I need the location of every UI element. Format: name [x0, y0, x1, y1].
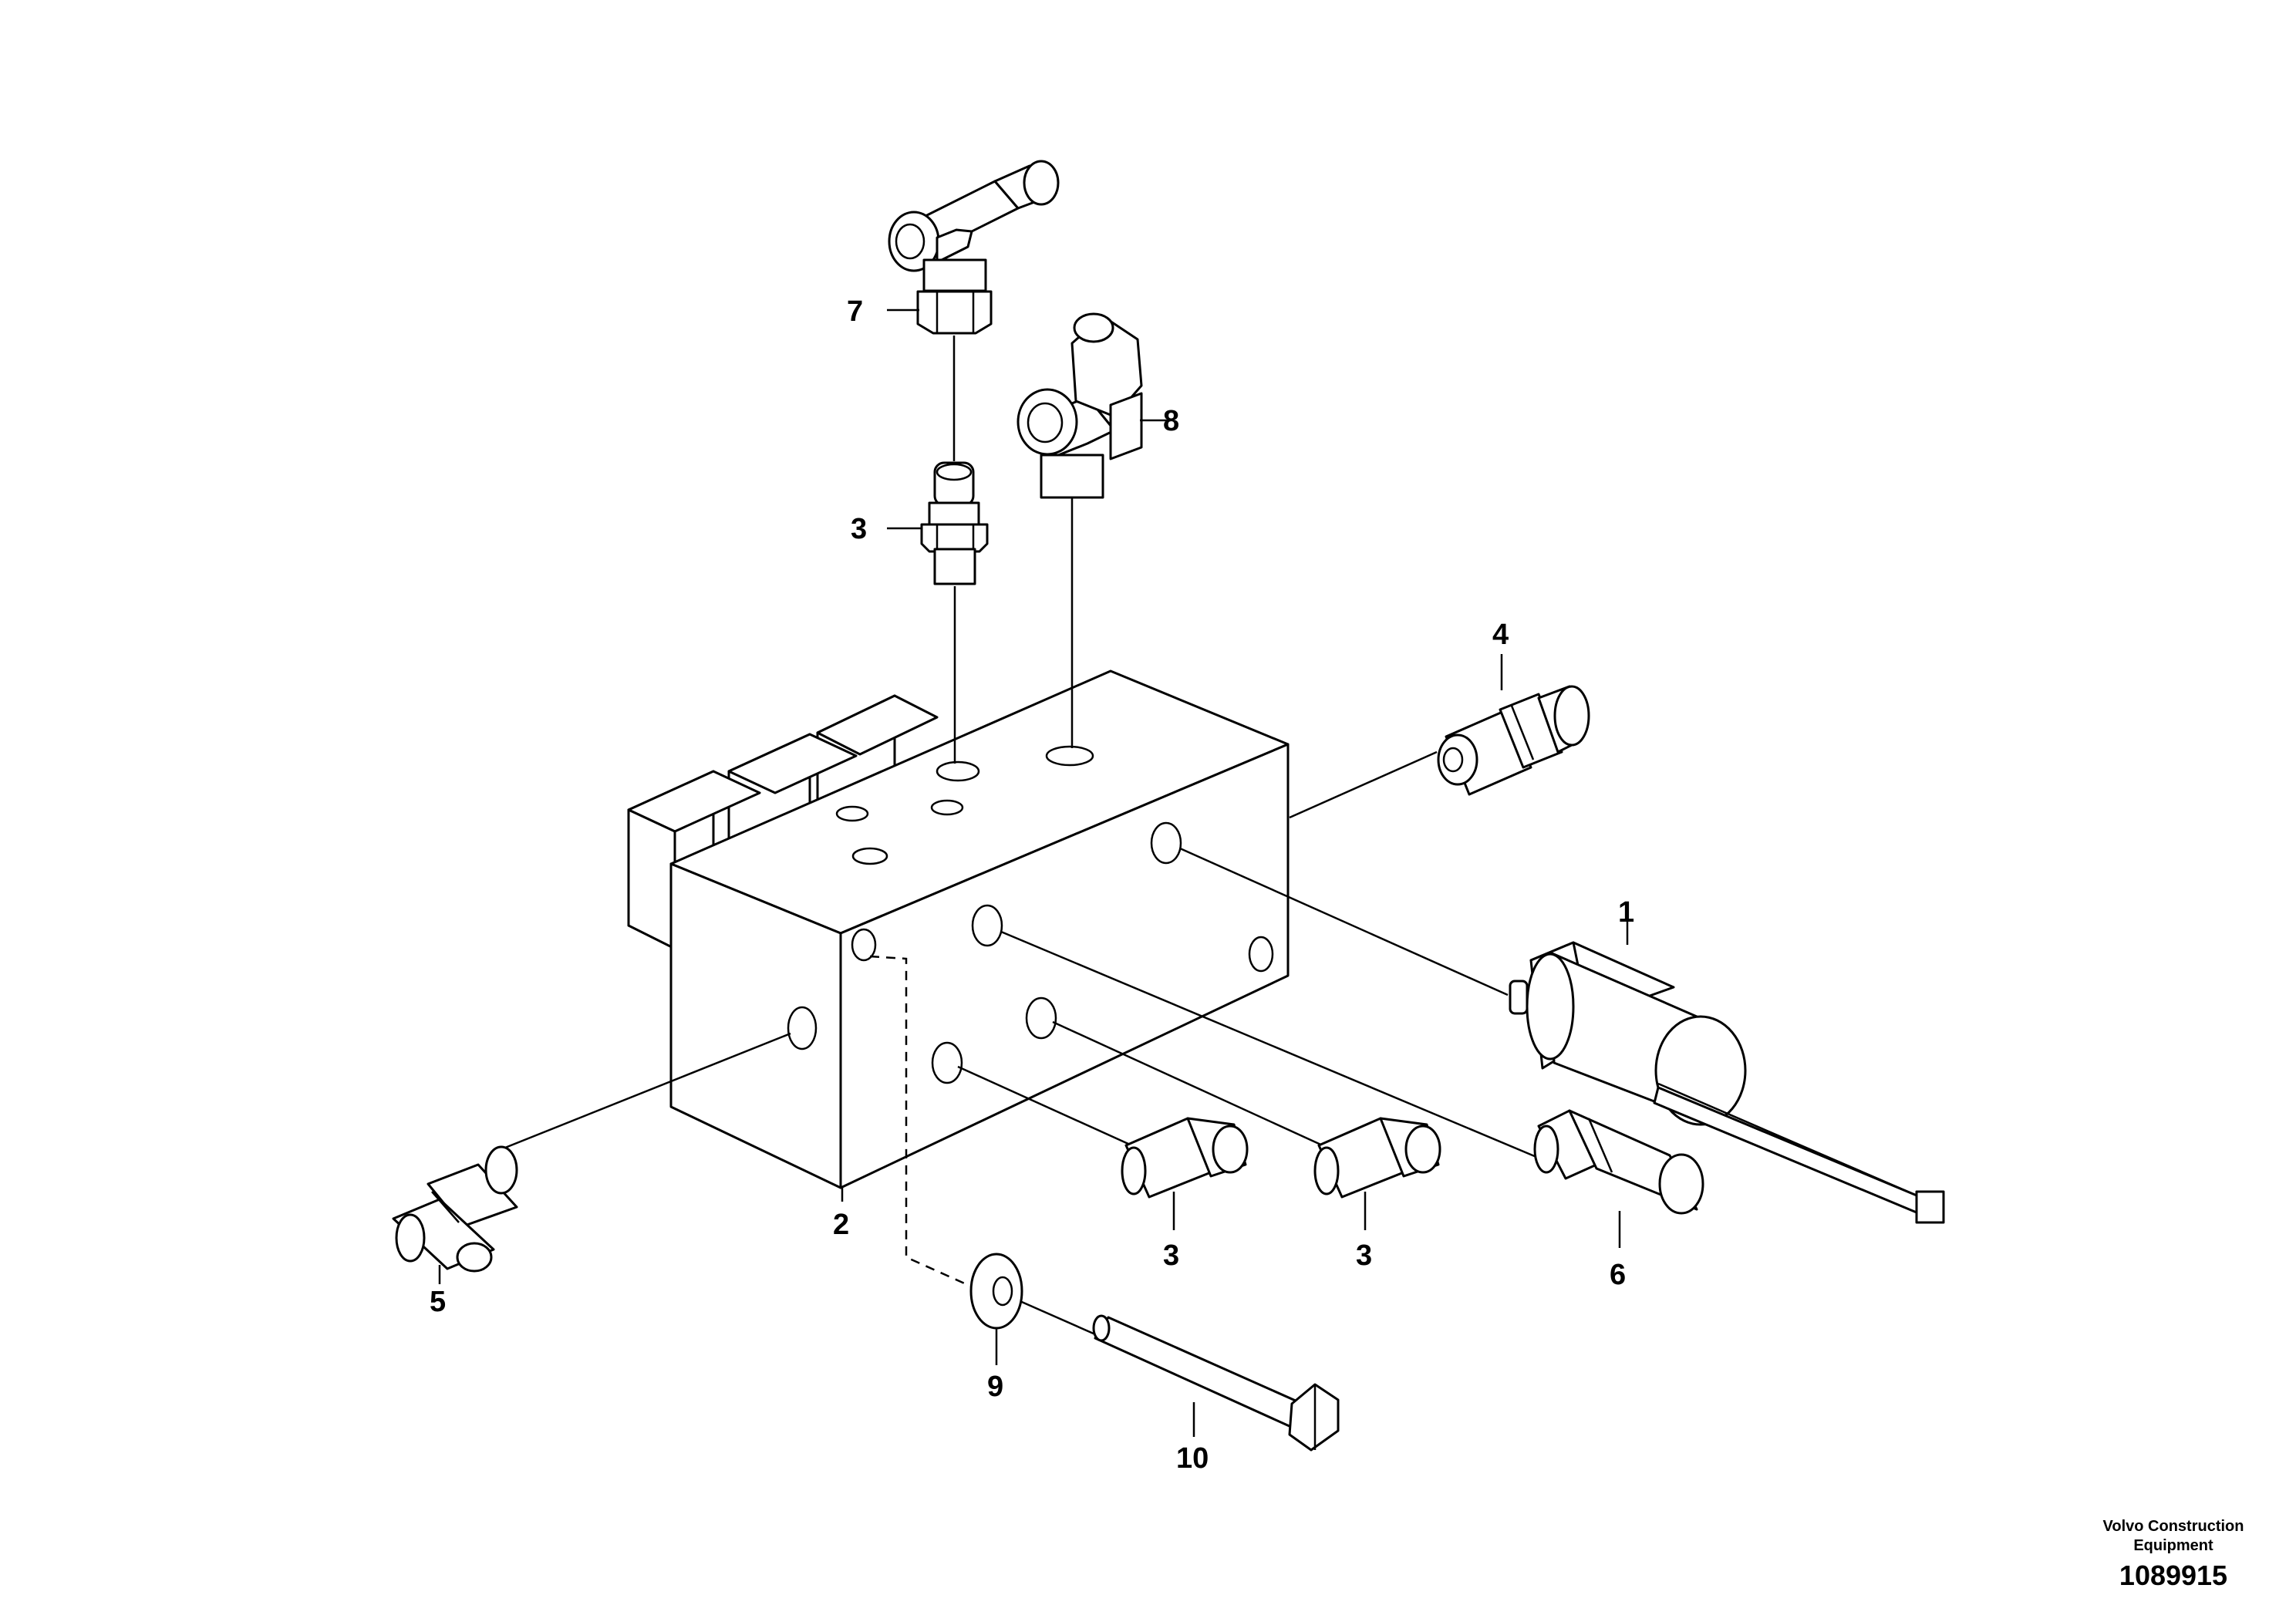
part-3-fitting-right [1313, 1117, 1441, 1199]
publisher-credit: Volvo Construction Equipment 1089915 [2103, 1518, 2244, 1591]
part-3-fitting-middle [1121, 1117, 1249, 1199]
part-8-elbow-fitting [1017, 312, 1143, 499]
credit-line-1: Volvo Construction [2103, 1518, 2244, 1535]
callout-3-top: 3 [851, 513, 867, 545]
callout-6: 6 [1610, 1259, 1626, 1291]
figure-number: 1089915 [2119, 1560, 2227, 1591]
callout-ticks [438, 309, 1629, 1437]
leader-lines [504, 336, 1537, 1336]
part-7-tee-fitting [888, 160, 1060, 335]
callout-1: 1 [1618, 896, 1634, 929]
part-4-fitting [1437, 685, 1590, 796]
callout-2: 2 [833, 1209, 849, 1241]
callout-8: 8 [1163, 405, 1179, 437]
part-3-straight-fitting-top [920, 461, 989, 585]
part-1-pressure-sensor [1509, 941, 1945, 1224]
callout-3-middle: 3 [1163, 1239, 1179, 1272]
callout-9: 9 [987, 1371, 1003, 1403]
part-9-washer [969, 1253, 1023, 1330]
callout-5: 5 [430, 1286, 446, 1318]
callout-10: 10 [1176, 1442, 1209, 1475]
part-10-bolt [1092, 1314, 1340, 1452]
callout-3-right: 3 [1356, 1239, 1372, 1272]
part-6-fitting [1533, 1109, 1704, 1215]
callout-7: 7 [847, 295, 863, 328]
valve-block [627, 669, 1290, 1189]
credit-line-2: Equipment [2133, 1537, 2213, 1554]
callout-4: 4 [1492, 619, 1509, 651]
part-5-elbow-fitting [392, 1145, 518, 1273]
